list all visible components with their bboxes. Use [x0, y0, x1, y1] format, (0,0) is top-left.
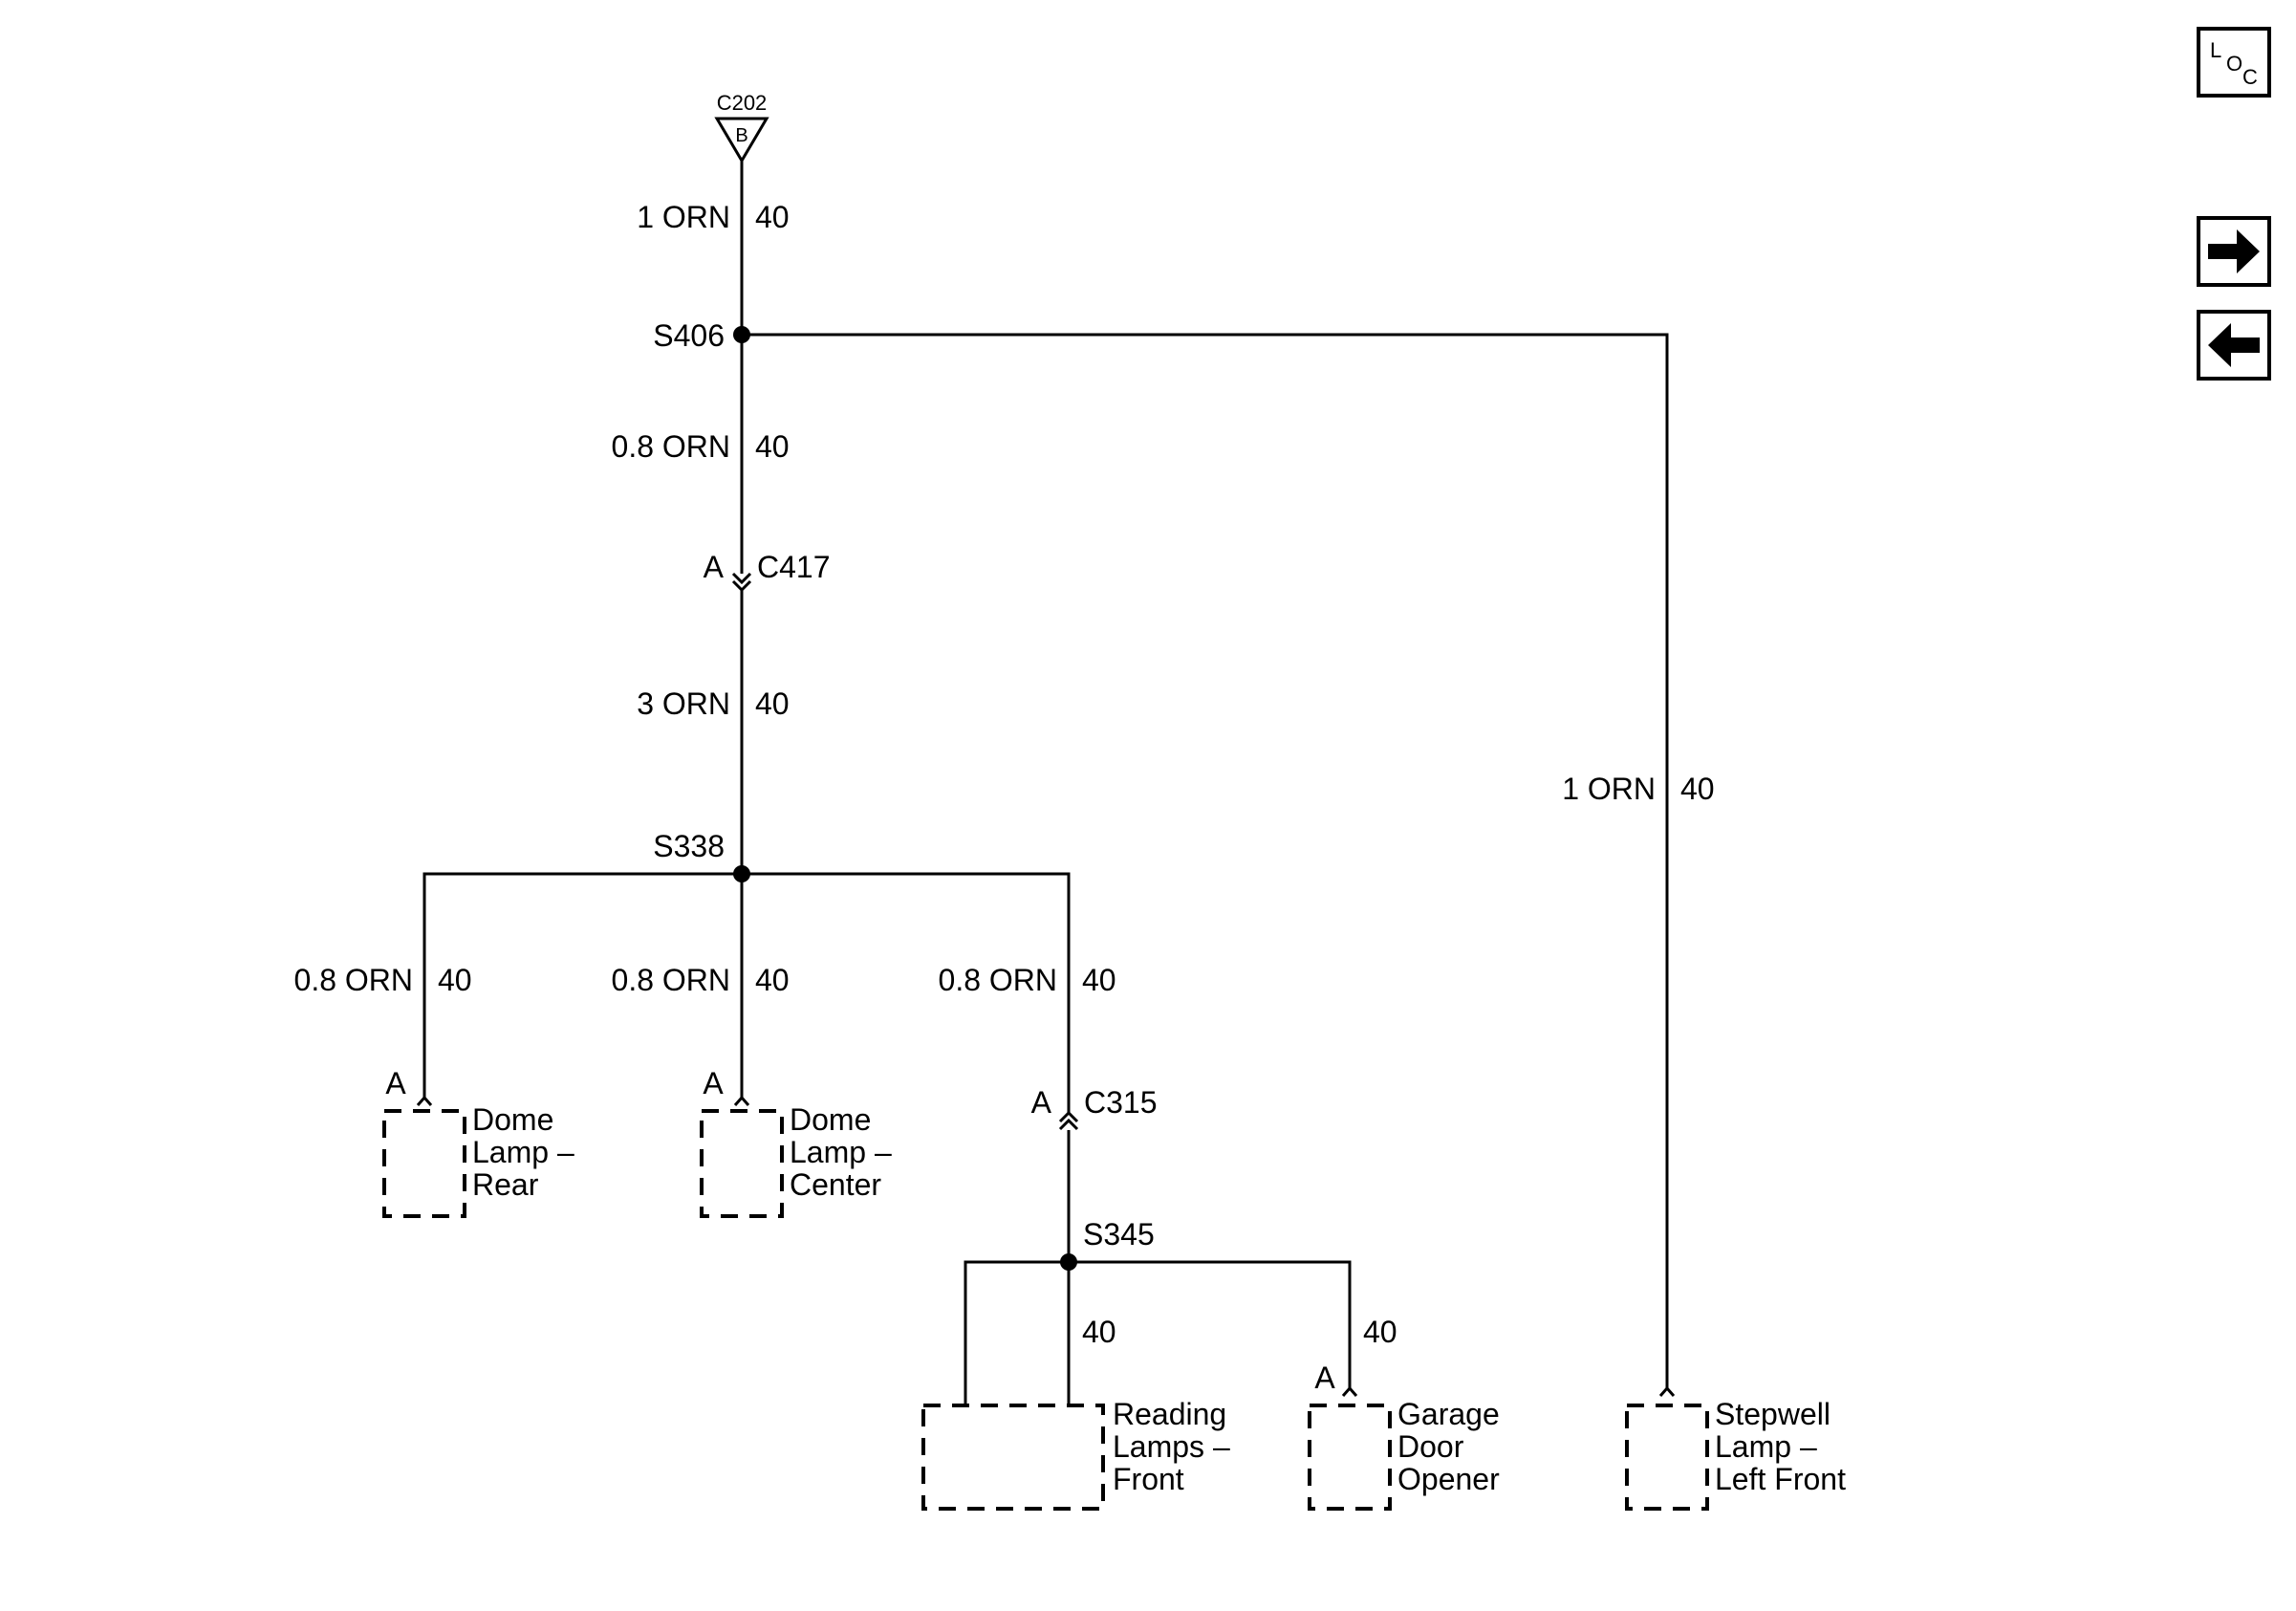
wire-4-size-color: 0.8 ORN [294, 963, 413, 997]
wire-2-size-color: 0.8 ORN [612, 429, 730, 464]
svg-text:Lamp –: Lamp – [790, 1135, 892, 1169]
dome-center-box [700, 1109, 784, 1218]
svg-text:Opener: Opener [1397, 1462, 1500, 1496]
reading-lamps-label: Reading Lamps – Front [1113, 1397, 1230, 1496]
wire-s338-c315 [742, 872, 1071, 1113]
stepwell-lamp-label: Stepwell Lamp – Left Front [1715, 1397, 1846, 1496]
dome-rear-pin: A [385, 1066, 406, 1100]
svg-text:Left Front: Left Front [1715, 1462, 1846, 1496]
splice-s406-label: S406 [653, 318, 725, 353]
connector-c202: C202 B [714, 91, 769, 163]
svg-text:Reading: Reading [1113, 1397, 1226, 1431]
wire-5-size-color: 0.8 ORN [612, 963, 730, 997]
svg-text:Stepwell: Stepwell [1715, 1397, 1830, 1431]
wire-5-circuit: 40 [755, 963, 790, 997]
wire-s338-dome-rear [422, 872, 742, 1098]
svg-text:Front: Front [1113, 1462, 1184, 1496]
wire-8-circuit: 40 [1363, 1315, 1397, 1349]
connector-c417-chevron-2 [731, 579, 752, 593]
reading-lamps-box [921, 1404, 1105, 1511]
svg-text:Lamp –: Lamp – [472, 1135, 574, 1169]
garage-door-label: Garage Door Opener [1397, 1397, 1500, 1496]
connector-c417-label: C417 [757, 550, 831, 584]
dome-rear-box [382, 1109, 466, 1218]
stepwell-lamp-box [1625, 1404, 1709, 1511]
connector-c315-label: C315 [1084, 1085, 1158, 1120]
svg-text:Dome: Dome [472, 1102, 553, 1137]
connector-c315-chevron-1 [1058, 1110, 1079, 1123]
connector-c202-symbol [714, 117, 769, 163]
back-button[interactable] [2197, 310, 2271, 381]
connector-c202-pin: B [735, 125, 747, 146]
connector-c417-pin: A [704, 550, 725, 584]
forward-button[interactable] [2197, 216, 2271, 287]
splice-s406-dot [733, 326, 750, 343]
wire-9-size-color: 1 ORN [1562, 772, 1656, 806]
arrow-right-icon [2208, 229, 2260, 273]
loc-button[interactable]: L O C [2197, 27, 2271, 98]
svg-text:Door: Door [1397, 1429, 1464, 1464]
wire-s345-garage [1069, 1260, 1352, 1388]
dome-rear-label: Dome Lamp – Rear [472, 1102, 574, 1202]
wire-3-circuit: 40 [755, 686, 790, 721]
loc-button-frame [2197, 27, 2271, 98]
svg-text:Rear: Rear [472, 1167, 539, 1202]
connector-c417: A C417 [704, 550, 831, 593]
svg-text:Center: Center [790, 1167, 881, 1202]
wire-s406-stepwell [742, 333, 1669, 1388]
splice-s345-dot [1060, 1253, 1077, 1271]
wire-1-circuit: 40 [755, 200, 790, 234]
connector-c315-pin: A [1031, 1085, 1052, 1120]
connector-c315: A C315 [1031, 1085, 1158, 1131]
wire-4-circuit: 40 [438, 963, 472, 997]
svg-text:Garage: Garage [1397, 1397, 1500, 1431]
wire-7-circuit: 40 [1082, 1315, 1116, 1349]
svg-text:Lamps –: Lamps – [1113, 1429, 1230, 1464]
svg-text:Dome: Dome [790, 1102, 871, 1137]
loc-letter-l: L [2210, 38, 2221, 62]
splice-s338-dot [733, 865, 750, 882]
loc-letter-o: O [2226, 52, 2242, 76]
garage-pin: A [1314, 1361, 1335, 1395]
splice-s338-label: S338 [653, 829, 725, 863]
wire-s345-reading-left [964, 1260, 1069, 1407]
wire-6-size-color: 0.8 ORN [939, 963, 1057, 997]
connector-c202-label: C202 [717, 91, 768, 115]
wire-2-circuit: 40 [755, 429, 790, 464]
loc-letter-c: C [2242, 65, 2258, 89]
splice-s345-label: S345 [1083, 1217, 1155, 1252]
wire-9-circuit: 40 [1680, 772, 1715, 806]
wire-6-circuit: 40 [1082, 963, 1116, 997]
dome-rear-terminal [416, 1095, 433, 1106]
wire-1-size-color: 1 ORN [637, 200, 730, 234]
arrow-left-icon [2208, 323, 2260, 367]
svg-text:Lamp –: Lamp – [1715, 1429, 1817, 1464]
wire-3-size-color: 3 ORN [637, 686, 730, 721]
garage-door-box [1308, 1404, 1392, 1511]
dome-center-terminal [733, 1095, 750, 1106]
dome-center-label: Dome Lamp – Center [790, 1102, 892, 1202]
connector-c315-chevron-2 [1058, 1118, 1079, 1131]
dome-center-pin: A [703, 1066, 724, 1100]
stepwell-terminal [1658, 1385, 1676, 1397]
garage-terminal [1341, 1385, 1358, 1397]
connector-c417-chevron-1 [731, 572, 752, 585]
